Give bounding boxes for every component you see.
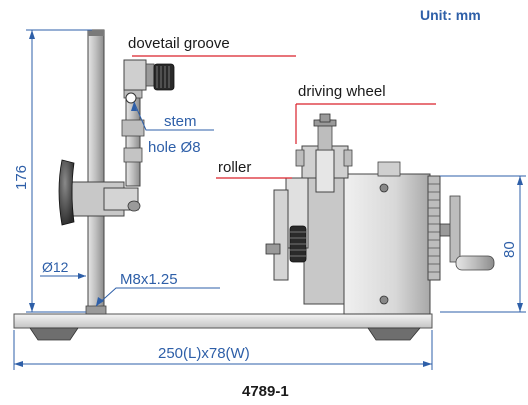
label-hole: hole Ø8 <box>148 139 201 156</box>
callout-lines <box>132 55 436 179</box>
label-stem-diameter: Ø12 <box>42 259 69 275</box>
dim-thread-leader <box>95 287 220 307</box>
clamp-arm <box>58 59 175 226</box>
drive-unit <box>265 113 495 315</box>
model-number: 4789-1 <box>242 383 289 400</box>
dimension-arrows <box>14 30 523 367</box>
vertical-post <box>85 29 107 315</box>
base-plate <box>13 313 433 341</box>
dim-box-height-value: 80 <box>501 241 518 258</box>
label-driving-wheel: driving wheel <box>298 83 386 100</box>
dim-stem-leader <box>133 101 214 131</box>
label-dovetail-groove: dovetail groove <box>128 35 230 52</box>
crank-handle <box>455 255 495 271</box>
dim-base-value: 250(L)x78(W) <box>158 345 250 362</box>
post-lock-knob <box>58 159 75 226</box>
dim-height-value: 176 <box>13 165 30 190</box>
crank-arm <box>449 195 461 263</box>
dimension-lines <box>13 29 526 370</box>
hole-icon <box>125 92 137 104</box>
unit-label: Unit: mm <box>420 7 481 23</box>
base-foot-right <box>367 327 421 341</box>
base-foot-left <box>29 327 79 341</box>
gear-box <box>343 173 431 315</box>
label-thread: M8x1.25 <box>120 271 178 288</box>
label-roller: roller <box>218 159 251 176</box>
label-stem: stem <box>164 113 197 130</box>
